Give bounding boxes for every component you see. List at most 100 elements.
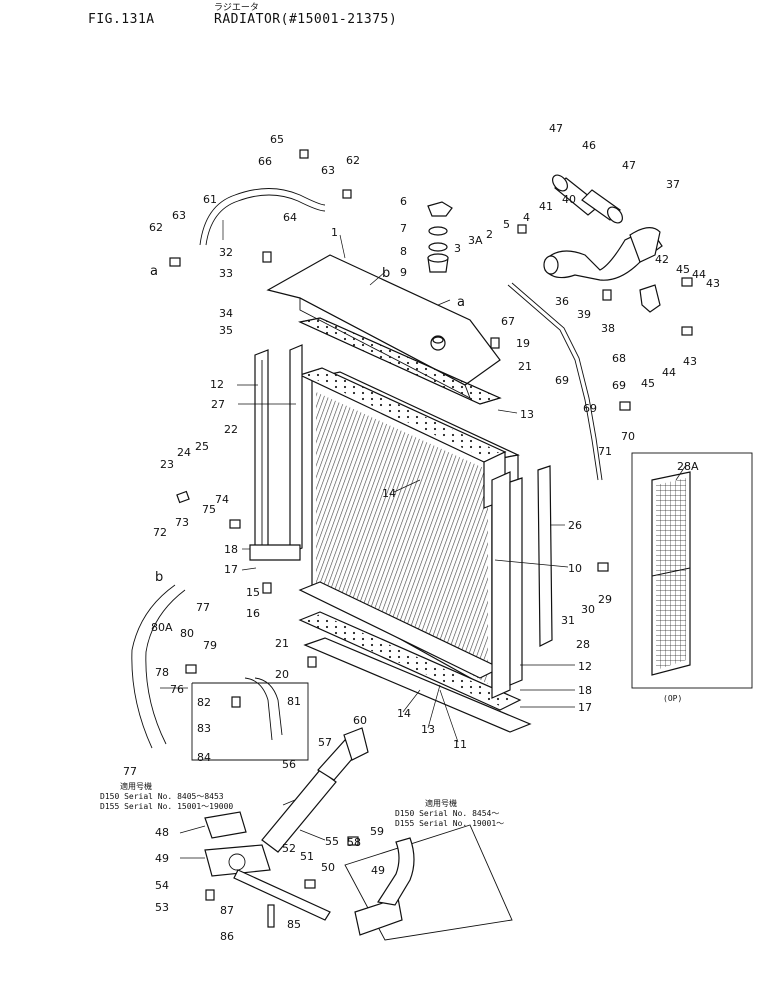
part-label-81: 81 bbox=[287, 695, 301, 708]
part-label-53: 53 bbox=[155, 901, 169, 914]
part-label-8: 8 bbox=[400, 245, 407, 258]
part-label-7: 7 bbox=[400, 222, 407, 235]
part-label-9: 9 bbox=[400, 266, 407, 279]
part-label-26: 26 bbox=[568, 519, 582, 532]
part-label-80: 80 bbox=[180, 627, 194, 640]
part-label-51: 51 bbox=[300, 850, 314, 863]
part-label-80a: 80A bbox=[151, 621, 173, 634]
figure-number: FIG.131A bbox=[88, 12, 155, 27]
part-label-39: 39 bbox=[577, 308, 591, 321]
bracket bbox=[639, 284, 661, 313]
part-label-24: 24 bbox=[177, 446, 191, 459]
serial-note-left-line1: D150 Serial No. 8405～8453 bbox=[100, 792, 224, 801]
part-label-16: 16 bbox=[246, 607, 260, 620]
part-label-44a: 44 bbox=[692, 268, 706, 281]
part-label-21a: 21 bbox=[275, 637, 289, 650]
part-label-49a: 49 bbox=[155, 852, 169, 865]
serial-note-right-line2: D155 Serial No. 19001～ bbox=[395, 819, 504, 828]
page-title: RADIATOR(#15001-21375) bbox=[214, 12, 398, 27]
part-label-27: 27 bbox=[211, 398, 225, 411]
part-label-13b: 13 bbox=[421, 723, 435, 736]
part-label-35: 35 bbox=[219, 324, 233, 337]
part-label-52: 52 bbox=[282, 842, 296, 855]
part-label-69a: 69 bbox=[555, 374, 569, 387]
part-label-76: 76 bbox=[170, 683, 184, 696]
part-label-12a: 12 bbox=[210, 378, 224, 391]
part-label-42: 42 bbox=[655, 253, 669, 266]
part-label-3: 3 bbox=[454, 242, 461, 255]
part-label-71: 71 bbox=[598, 445, 612, 458]
part-label-57: 57 bbox=[318, 736, 332, 749]
part-label-23: 23 bbox=[160, 458, 174, 471]
part-label-60: 60 bbox=[353, 714, 367, 727]
part-label-29: 29 bbox=[598, 593, 612, 606]
part-label-69c: 69 bbox=[583, 402, 597, 415]
part-label-5: 5 bbox=[503, 218, 510, 231]
lower-water-pipe bbox=[204, 727, 369, 921]
part-label-28: 28 bbox=[576, 638, 590, 651]
part-label-38: 38 bbox=[601, 322, 615, 335]
part-label-1: 1 bbox=[331, 226, 338, 239]
ref-letter-b-2: b bbox=[155, 570, 163, 585]
leader-lines bbox=[160, 220, 687, 859]
part-label-33: 33 bbox=[219, 267, 233, 280]
part-label-61: 61 bbox=[203, 193, 217, 206]
part-label-10: 10 bbox=[568, 562, 582, 575]
part-label-41: 41 bbox=[539, 200, 553, 213]
inset-later-pipe bbox=[344, 824, 513, 941]
part-label-69b: 69 bbox=[612, 379, 626, 392]
part-label-62a: 62 bbox=[149, 221, 163, 234]
part-label-15: 15 bbox=[246, 586, 260, 599]
part-label-45b: 45 bbox=[641, 377, 655, 390]
ref-letter-b-1: b bbox=[382, 266, 390, 281]
lower-tank bbox=[298, 581, 532, 733]
inset-caption: (OP) bbox=[663, 694, 682, 703]
part-label-84: 84 bbox=[197, 751, 211, 764]
part-label-85: 85 bbox=[287, 918, 301, 931]
part-label-43b: 43 bbox=[683, 355, 697, 368]
part-label-21b: 21 bbox=[518, 360, 532, 373]
part-label-65: 65 bbox=[270, 133, 284, 146]
lower-left-hose bbox=[131, 584, 176, 749]
ref-letter-a-1: a bbox=[150, 264, 158, 279]
part-label-32: 32 bbox=[219, 246, 233, 259]
part-label-87: 87 bbox=[220, 904, 234, 917]
part-label-59: 59 bbox=[370, 825, 384, 838]
side-frame-left bbox=[249, 344, 303, 561]
thermostat-housing bbox=[543, 227, 663, 281]
part-label-50: 50 bbox=[321, 861, 335, 874]
ref-letter-a-2: a bbox=[457, 295, 465, 310]
part-label-20: 20 bbox=[275, 668, 289, 681]
part-label-62b: 62 bbox=[346, 154, 360, 167]
part-label-72: 72 bbox=[153, 526, 167, 539]
serial-note-left-line2: D155 Serial No. 15001～19000 bbox=[100, 802, 233, 811]
part-label-49b: 49 bbox=[371, 864, 385, 877]
part-label-70: 70 bbox=[621, 430, 635, 443]
part-label-18a: 18 bbox=[224, 543, 238, 556]
fasteners bbox=[169, 149, 693, 928]
part-label-56: 56 bbox=[282, 758, 296, 771]
part-label-22: 22 bbox=[224, 423, 238, 436]
radiator-cap-assembly bbox=[427, 201, 453, 273]
part-label-47b: 47 bbox=[622, 159, 636, 172]
part-label-28a: 28A bbox=[677, 460, 699, 473]
overflow-pipe bbox=[507, 284, 599, 481]
part-label-47a: 47 bbox=[549, 122, 563, 135]
part-label-75: 75 bbox=[202, 503, 216, 516]
part-number-labels: 1 2 3 3A 4 5 6 7 8 9 10 11 12 12 13 13 1… bbox=[100, 122, 720, 943]
part-label-74: 74 bbox=[215, 493, 229, 506]
part-label-63a: 63 bbox=[172, 209, 186, 222]
part-label-36: 36 bbox=[555, 295, 569, 308]
part-label-25: 25 bbox=[195, 440, 209, 453]
part-label-14a: 14 bbox=[382, 487, 396, 500]
part-label-34: 34 bbox=[219, 307, 233, 320]
part-label-55: 55 bbox=[325, 835, 339, 848]
part-label-58: 58 bbox=[347, 836, 361, 849]
side-plate bbox=[537, 465, 553, 647]
part-label-44b: 44 bbox=[662, 366, 676, 379]
part-label-48: 48 bbox=[155, 826, 169, 839]
part-label-30: 30 bbox=[581, 603, 595, 616]
part-label-46: 46 bbox=[582, 139, 596, 152]
part-label-12b: 12 bbox=[578, 660, 592, 673]
part-label-19: 19 bbox=[516, 337, 530, 350]
